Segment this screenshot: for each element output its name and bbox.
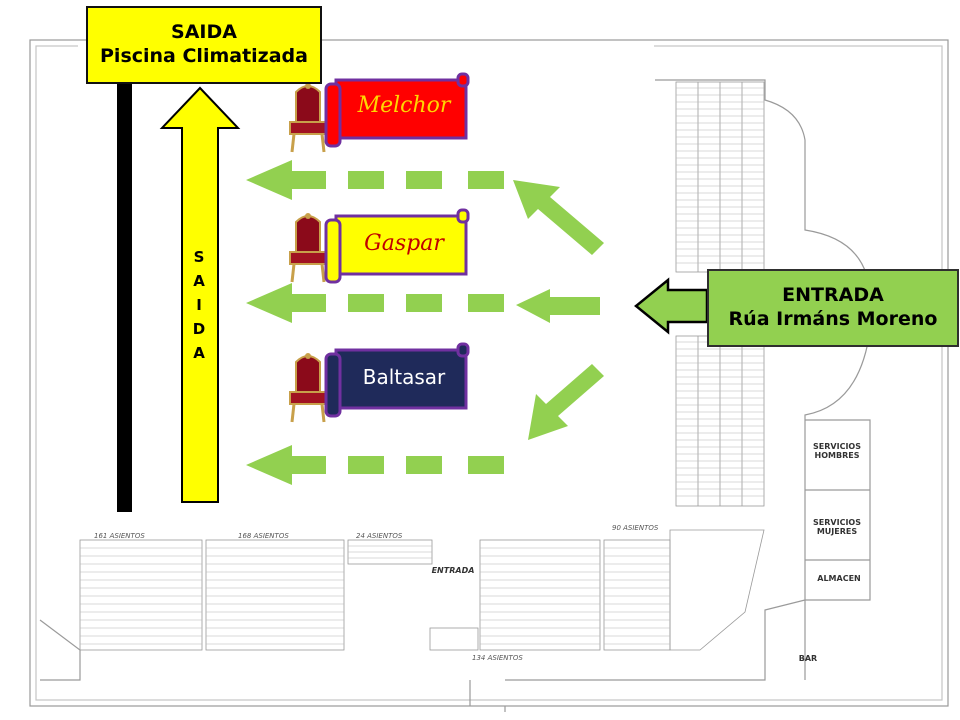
flow-arrow-head-top (246, 160, 292, 200)
flow-arrow-short-middle (516, 289, 600, 323)
right-seating-area (675, 81, 765, 507)
services-men-line2: HOMBRES (814, 451, 860, 460)
seat-block-label-3: 24 ASIENTOS (356, 532, 403, 540)
seat-block-label-1: 161 ASIENTOS (94, 532, 145, 540)
throne-label-baltasar: Baltasar (362, 365, 446, 389)
throne-label-melchor: Melchor (357, 93, 451, 118)
services-men-label: SERVICIOS HOMBRES (810, 442, 864, 460)
exit-arrow-letter: A (193, 344, 205, 362)
services-men-line1: SERVICIOS (813, 442, 861, 451)
flow-arrow-diagonal-up (513, 180, 604, 255)
entrance-sign: ENTRADA Rúa Irmáns Moreno (707, 269, 959, 347)
scroll-gaspar (324, 208, 470, 284)
flow-arrows (246, 160, 604, 485)
exit-arrow-letter: S (193, 248, 205, 266)
entrance-sign-subtitle: Rúa Irmáns Moreno (728, 308, 938, 330)
services-women-label: SERVICIOS MUJERES (810, 518, 864, 536)
entrance-sign-title: ENTRADA (782, 284, 884, 307)
exit-sign-title: SAIDA (171, 21, 237, 44)
services-women-line2: MUJERES (816, 527, 858, 536)
right-seat-rows (676, 87, 764, 497)
inner-entrance-label: ENTRADA (431, 566, 475, 575)
exit-arrow-letter: D (192, 320, 206, 338)
exit-arrow-letter: I (196, 296, 202, 314)
entrance-arrow (634, 277, 709, 335)
flow-arrow-head-middle (246, 283, 292, 323)
storage-label: ALMACEN (817, 574, 861, 583)
throne-baltasar (289, 353, 327, 423)
bottom-seating-area (79, 529, 765, 651)
flow-arrow-head-bottom (246, 445, 292, 485)
seat-block-label-2: 168 ASIENTOS (238, 532, 289, 540)
flow-arrow-diagonal-down (528, 364, 604, 440)
throne-label-gaspar: Gaspar (364, 231, 444, 256)
exit-sign: SAIDA Piscina Climatizada (86, 6, 322, 84)
scroll-baltasar (324, 342, 470, 418)
seat-block-label-5: 90 ASIENTOS (612, 524, 659, 532)
seat-block-label-4: 134 ASIENTOS (472, 654, 523, 662)
services-women-line1: SERVICIOS (813, 518, 861, 527)
scroll-melchor (324, 72, 470, 148)
bar-label: BAR (798, 654, 818, 663)
exit-sign-subtitle: Piscina Climatizada (100, 45, 308, 67)
exit-arrow (159, 86, 241, 503)
exit-arrow-letter: A (193, 272, 205, 290)
bottom-seat-rows (80, 545, 670, 645)
exit-wall (117, 80, 132, 512)
